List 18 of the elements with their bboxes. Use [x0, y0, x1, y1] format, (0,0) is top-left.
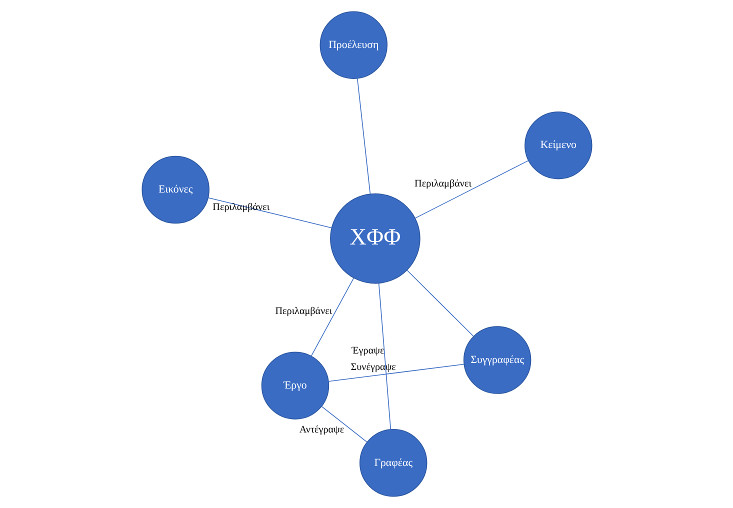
- connector: [207, 197, 332, 228]
- connector: [310, 278, 354, 356]
- edge-label: Αντέγραψε: [298, 424, 344, 436]
- node-circle: Κείμενο: [524, 111, 592, 180]
- node-circle: Εικόνες: [141, 156, 209, 224]
- node-circle: Έργο: [260, 352, 329, 420]
- node-circle: Προέλευση: [319, 11, 388, 79]
- node-circle: ΧΦΦ: [330, 193, 420, 284]
- edge-label: Περιλαμβάνει: [274, 306, 332, 318]
- connector: [320, 406, 367, 442]
- node-circle: Συγγραφέας: [462, 326, 531, 394]
- connector: [414, 160, 528, 219]
- connector: [356, 78, 370, 194]
- edge-label: Έγραψε: [351, 346, 384, 357]
- node-circle: Γραφέας: [358, 429, 427, 497]
- connector: [378, 283, 391, 430]
- connector: [406, 270, 474, 337]
- edge-label: Περιλαμβάνει: [414, 178, 471, 190]
